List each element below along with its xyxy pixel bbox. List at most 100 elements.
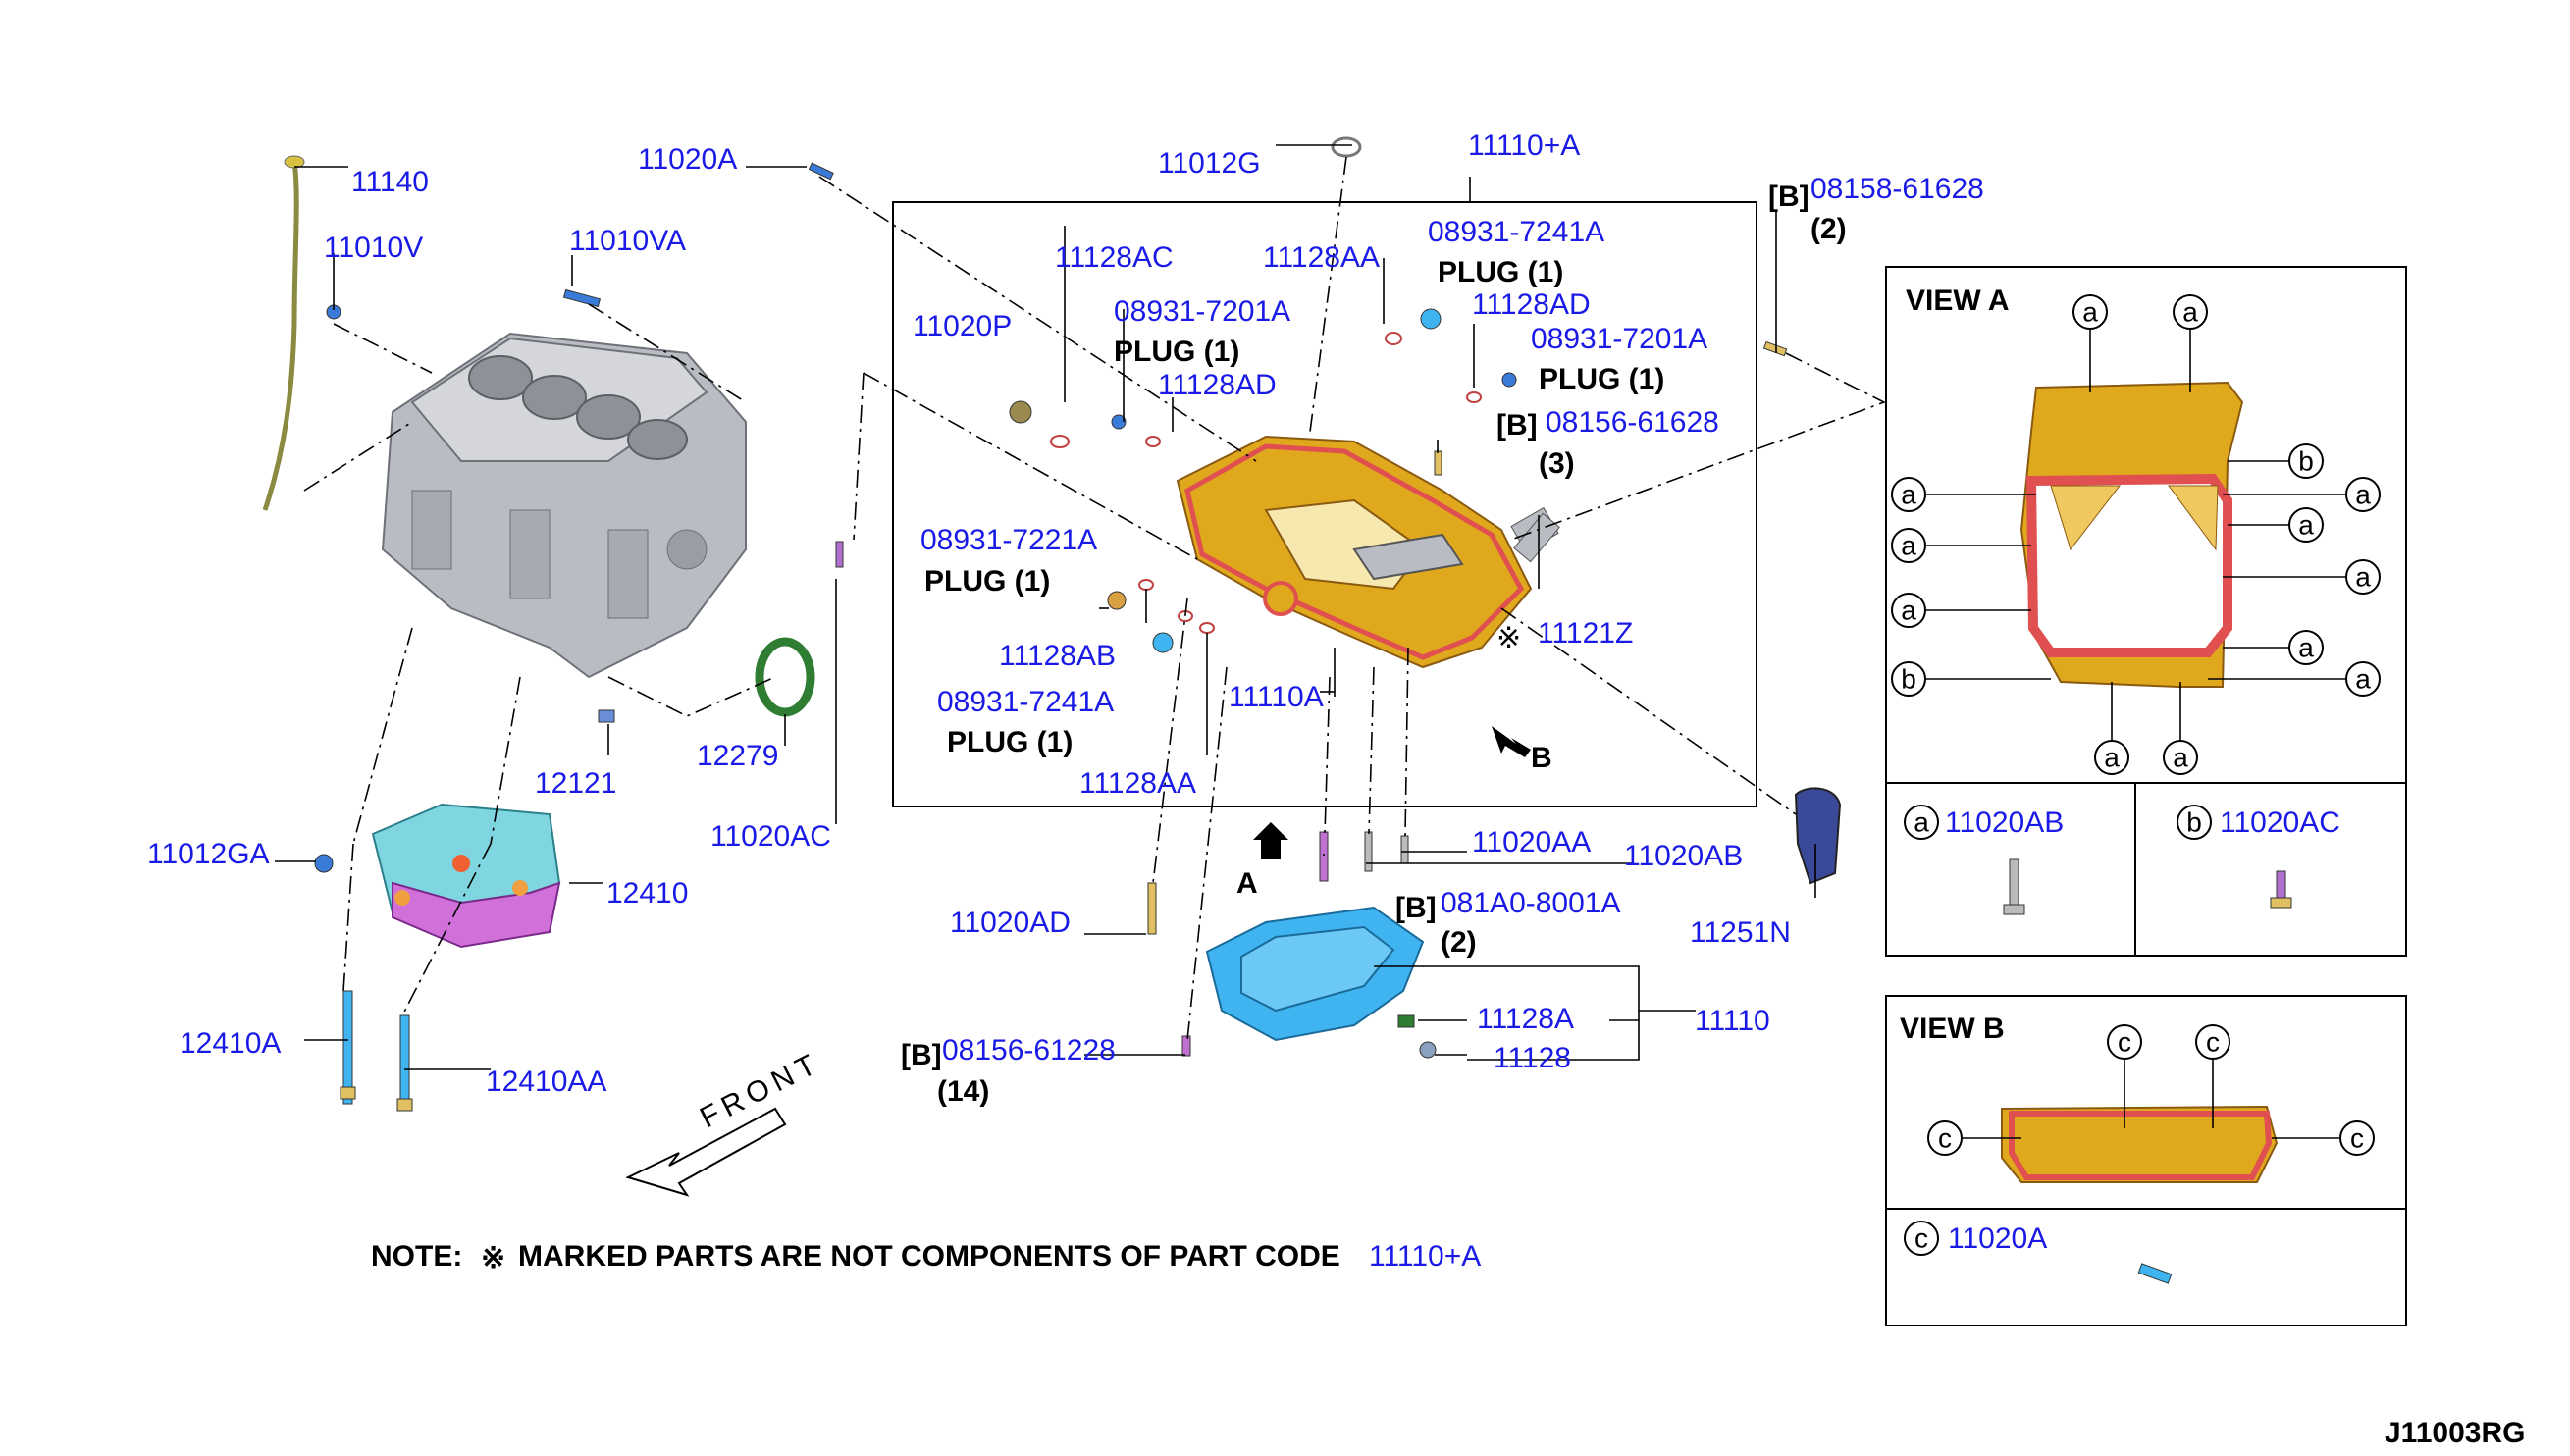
label-11121Z[interactable]: 11121Z bbox=[1538, 617, 1633, 650]
washer-illustration bbox=[1466, 391, 1482, 403]
bracket-tag-3: [B] bbox=[1496, 409, 1538, 442]
drain-plug-11020P-illustration bbox=[1009, 400, 1032, 424]
view-a-marker: b bbox=[1901, 664, 1916, 695]
view-b-arrow-label: B bbox=[1531, 742, 1552, 774]
label-11128AD-left[interactable]: 11128AD bbox=[1158, 369, 1277, 401]
balancer-unit-12410-illustration bbox=[371, 803, 561, 949]
label-11010V[interactable]: 11010V bbox=[324, 232, 423, 264]
qty-2-top: (2) bbox=[1810, 213, 1847, 245]
view-a-marker: a bbox=[2104, 743, 2120, 773]
cylinder-block-illustration bbox=[381, 332, 747, 679]
label-08156-61628[interactable]: 08156-61628 bbox=[1546, 406, 1719, 439]
label-11010VA[interactable]: 11010VA bbox=[569, 225, 686, 257]
label-11020AC[interactable]: 11020AC bbox=[710, 820, 831, 853]
label-11128A[interactable]: 11128A bbox=[1477, 1003, 1574, 1035]
label-11020AD[interactable]: 11020AD bbox=[950, 907, 1071, 939]
seal-11012G-illustration bbox=[1331, 136, 1362, 158]
label-12410[interactable]: 12410 bbox=[606, 877, 688, 910]
gasket-11128A-illustration bbox=[1397, 1014, 1415, 1028]
plug-qty-4: PLUG (1) bbox=[924, 565, 1050, 598]
view-a-marker: a bbox=[2355, 480, 2371, 510]
bolt-08156-61628-illustration bbox=[1434, 450, 1442, 476]
plug-08931-7241A-bottom-illustration bbox=[1152, 632, 1174, 653]
drain-plug-11128-illustration bbox=[1419, 1041, 1437, 1059]
label-11110A[interactable]: 11110A bbox=[1229, 681, 1324, 713]
view-a-arrow bbox=[1253, 822, 1288, 859]
legend-part-11020AB[interactable]: 11020AB bbox=[1945, 806, 2064, 839]
bolt-11020A-top-illustration bbox=[808, 162, 834, 181]
legend-letter-b: b bbox=[2186, 807, 2202, 838]
label-11110[interactable]: 11110 bbox=[1695, 1005, 1770, 1037]
label-08156-61228[interactable]: 08156-61228 bbox=[942, 1034, 1116, 1066]
label-08158-61628[interactable]: 08158-61628 bbox=[1810, 173, 1984, 205]
oil-pan-lower-11110-illustration bbox=[1205, 906, 1425, 1042]
label-12410AA[interactable]: 12410AA bbox=[486, 1066, 606, 1098]
bracket-11251N-illustration bbox=[1794, 787, 1842, 885]
label-11128AC[interactable]: 11128AC bbox=[1055, 241, 1174, 274]
plug-08931-7201A-left-illustration bbox=[1111, 414, 1127, 430]
view-a-marker: a bbox=[2355, 562, 2371, 593]
label-11012G[interactable]: 11012G bbox=[1158, 147, 1261, 180]
label-12410A[interactable]: 12410A bbox=[180, 1027, 281, 1060]
label-12121[interactable]: 12121 bbox=[535, 767, 616, 800]
view-b-panel: VIEW B bbox=[1885, 995, 2407, 1326]
washer-illustration bbox=[1138, 579, 1154, 591]
view-a-marker: a bbox=[1901, 596, 1916, 626]
phantom-lines bbox=[303, 156, 1887, 1041]
label-11128[interactable]: 11128 bbox=[1494, 1042, 1571, 1074]
label-08931-7241A-bottom[interactable]: 08931-7241A bbox=[937, 686, 1114, 718]
label-11128AA-top[interactable]: 11128AA bbox=[1263, 241, 1380, 274]
label-12279[interactable]: 12279 bbox=[697, 740, 778, 772]
label-081A0-8001A[interactable]: 081A0-8001A bbox=[1441, 887, 1621, 919]
label-11128AD-right[interactable]: 11128AD bbox=[1472, 288, 1591, 321]
view-a-marker: a bbox=[2082, 297, 2098, 328]
plug-qty-5: PLUG (1) bbox=[947, 726, 1073, 758]
label-08931-7241A-top[interactable]: 08931-7241A bbox=[1428, 216, 1604, 248]
note: NOTE: ※ MARKED PARTS ARE NOT COMPONENTS … bbox=[371, 1240, 1481, 1274]
label-11012GA[interactable]: 11012GA bbox=[147, 838, 270, 870]
bolt-11020AB-sample-icon bbox=[2009, 858, 2019, 911]
view-a-marker: a bbox=[1901, 531, 1916, 561]
oil-seal-12279-illustration bbox=[755, 637, 815, 717]
label-11128AA-bottom[interactable]: 11128AA bbox=[1079, 767, 1196, 800]
view-b-title: VIEW B bbox=[1900, 1013, 2005, 1045]
note-text: MARKED PARTS ARE NOT COMPONENTS OF PART … bbox=[518, 1240, 1340, 1273]
view-a-markers: a a b a a a a a a a a b a a bbox=[1891, 294, 2381, 775]
bolt-11020AD-illustration bbox=[1147, 882, 1157, 935]
bolt-08156-61228-illustration bbox=[1181, 1035, 1191, 1057]
view-b-arrow bbox=[1492, 726, 1531, 757]
label-08931-7221A[interactable]: 08931-7221A bbox=[920, 524, 1097, 556]
front-arrow bbox=[625, 1107, 787, 1197]
bolt-11020A-sample-icon bbox=[2137, 1263, 2173, 1284]
label-11140[interactable]: 11140 bbox=[351, 166, 429, 198]
label-11020AA[interactable]: 11020AA bbox=[1472, 826, 1591, 858]
note-part[interactable]: 11110+A bbox=[1369, 1240, 1481, 1273]
label-11020AB[interactable]: 11020AB bbox=[1624, 840, 1743, 872]
qty-2-bottom: (2) bbox=[1441, 926, 1477, 959]
plug-qty-2: PLUG (1) bbox=[1114, 336, 1239, 368]
label-08931-7201A-right[interactable]: 08931-7201A bbox=[1531, 323, 1707, 355]
bolt-12410A-illustration bbox=[340, 990, 356, 1105]
part-12121-illustration bbox=[598, 709, 615, 723]
view-a-marker: b bbox=[2298, 446, 2314, 477]
bolt-08158-61628-illustration bbox=[1762, 340, 1788, 357]
view-b-marker: c bbox=[1938, 1123, 1952, 1154]
label-11128AB[interactable]: 11128AB bbox=[999, 640, 1116, 672]
label-11251N[interactable]: 11251N bbox=[1690, 916, 1791, 949]
legend-letter-c: c bbox=[1914, 1223, 1928, 1254]
view-a-arrow-label: A bbox=[1236, 867, 1258, 900]
view-a-title: VIEW A bbox=[1906, 285, 2010, 317]
note-prefix: NOTE: bbox=[371, 1240, 462, 1273]
diagram-code: J11003RG bbox=[2385, 1417, 2525, 1449]
legend-part-11020AC[interactable]: 11020AC bbox=[2220, 806, 2340, 839]
label-11110A-top[interactable]: 11110+A bbox=[1468, 130, 1580, 162]
washer-illustration bbox=[1199, 622, 1215, 634]
legend-part-11020A[interactable]: 11020A bbox=[1948, 1222, 2047, 1255]
label-11020P[interactable]: 11020P bbox=[913, 310, 1012, 342]
label-08931-7201A-left[interactable]: 08931-7201A bbox=[1114, 295, 1290, 328]
view-b-markers: c c c c bbox=[1927, 1024, 2375, 1156]
washer-illustration bbox=[1145, 436, 1161, 447]
view-b-marker: c bbox=[2206, 1027, 2220, 1058]
view-a-legend: a 11020AB b 11020AC bbox=[1904, 805, 2340, 915]
label-11020A[interactable]: 11020A bbox=[638, 143, 737, 176]
